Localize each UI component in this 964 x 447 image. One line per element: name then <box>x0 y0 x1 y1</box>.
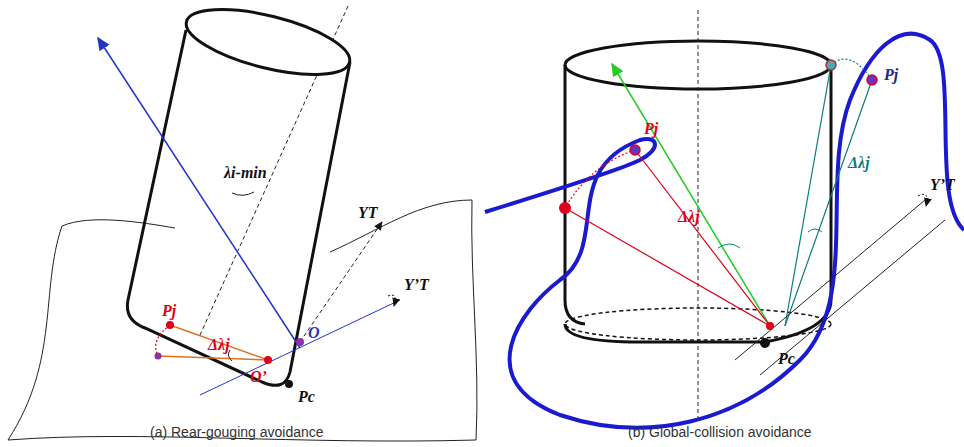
point-label: O <box>306 324 322 342</box>
point-label: Pc <box>296 388 317 406</box>
angle-label: Δλj <box>846 154 872 172</box>
axis-label: YT <box>356 204 380 222</box>
angle-label: λi-min <box>222 164 269 182</box>
axis-label: Y’T <box>928 176 957 194</box>
point-label: Pj <box>882 66 900 84</box>
angle-label: Δλj <box>676 208 702 226</box>
point-label: Pc <box>776 350 797 368</box>
subfigure-caption: (a) Rear-gouging avoidance <box>150 424 324 441</box>
point-label: Pj <box>160 302 178 320</box>
axis-label: Y’T <box>402 276 431 294</box>
subfigure-caption: (b) Global-collision avoidance <box>628 424 812 441</box>
point-label: Pj <box>642 120 660 138</box>
angle-label: Δλj <box>206 336 232 354</box>
point-label: O’ <box>248 368 269 386</box>
